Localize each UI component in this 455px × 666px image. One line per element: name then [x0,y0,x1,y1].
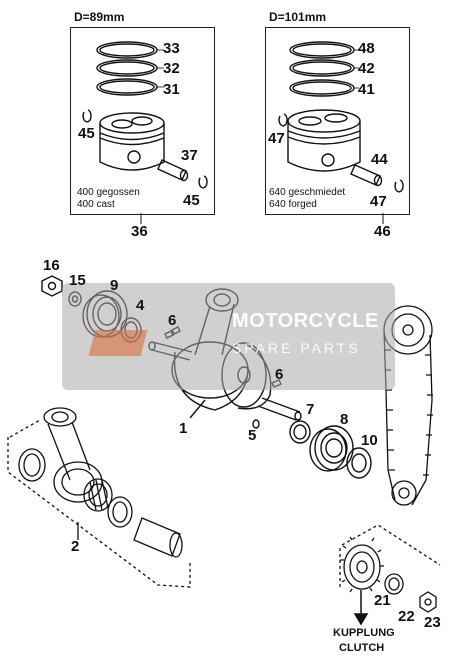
label-37: 37 [181,147,198,164]
label-9: 9 [110,277,119,294]
label-48: 48 [358,40,375,57]
left-box-title: D=89mm [74,10,125,24]
label-47-right: 47 [370,193,387,210]
label-21: 21 [374,592,391,609]
right-caption-2: 640 forged [269,199,317,210]
right-caption-1: 640 geschmiedet [269,187,346,198]
label-41: 41 [358,81,375,98]
label-16: 16 [43,257,60,274]
left-caption-2: 400 cast [77,199,115,210]
label-2: 2 [71,538,80,555]
label-31: 31 [163,81,180,98]
label-10: 10 [361,432,378,449]
label-6-a: 6 [168,312,177,329]
left-caption-1: 400 gegossen [77,187,140,198]
label-1: 1 [179,420,188,437]
watermark-title: MOTORCYCLE [232,310,379,332]
label-8: 8 [340,411,349,428]
label-42: 42 [358,60,375,77]
label-23: 23 [424,614,441,631]
clutch-label-en: CLUTCH [339,642,385,654]
clutch-label-de: KUPPLUNG [333,627,395,639]
label-36: 36 [131,223,148,240]
label-32: 32 [163,60,180,77]
right-box-title: D=101mm [269,10,327,24]
label-47-left: 47 [268,130,285,147]
label-4: 4 [136,297,145,314]
watermark-logo [88,330,148,356]
label-33: 33 [163,40,180,57]
label-44: 44 [371,151,388,168]
label-6-b: 6 [275,366,284,383]
label-45-left: 45 [78,125,95,142]
label-46: 46 [374,223,391,240]
watermark-subtitle: SPARE PARTS [232,340,361,356]
label-7: 7 [306,401,315,418]
label-45-right: 45 [183,192,200,209]
label-5: 5 [248,427,257,444]
label-15: 15 [69,272,86,289]
label-22: 22 [398,608,415,625]
